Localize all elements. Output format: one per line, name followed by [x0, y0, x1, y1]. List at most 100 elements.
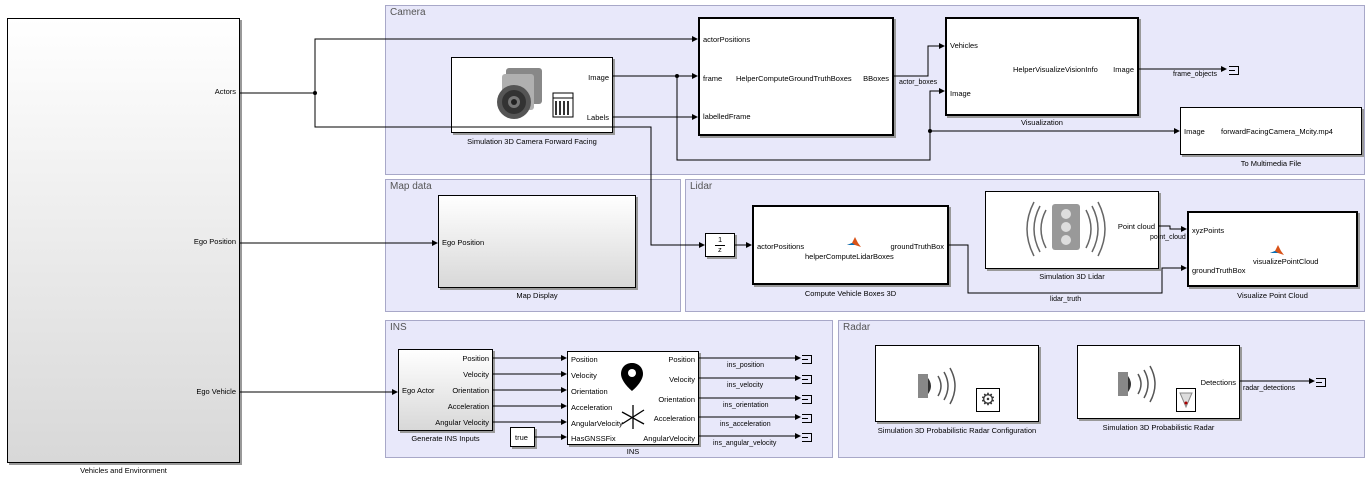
map-ego-position-port: Ego Position: [442, 238, 485, 247]
ins-in-has-gnss-port: HasGNSSFix: [571, 434, 616, 443]
ins-acceleration-signal-label: ins_acceleration: [720, 421, 771, 428]
radar-sensor-block[interactable]: Detections: [1077, 345, 1240, 419]
generate-ins-inputs-block[interactable]: Ego Actor Position Velocity Orientation …: [398, 349, 493, 431]
camera-sensor-block[interactable]: Image Labels: [451, 57, 613, 133]
junction-image: [675, 74, 679, 78]
ins-position-terminator[interactable]: [802, 355, 812, 364]
visualize-point-cloud-caption: Visualize Point Cloud: [1237, 291, 1308, 300]
wire-actors: [240, 36, 698, 94]
ins-in-velocity-port: Velocity: [571, 371, 597, 380]
radar-configuration-block[interactable]: ⚙: [875, 345, 1039, 422]
radar-icon: [1118, 365, 1156, 403]
frame-objects-signal-label: frame_objects: [1173, 71, 1217, 78]
compute-lidar-boxes-caption: Compute Vehicle Boxes 3D: [804, 289, 897, 298]
ins-caption: INS: [626, 447, 640, 456]
radar-cone-icon: [1176, 388, 1196, 412]
ins-acceleration-terminator[interactable]: [802, 414, 812, 423]
camera-labels-port: Labels: [586, 113, 609, 122]
gt-actor-positions-port: actorPositions: [703, 35, 751, 44]
vpc-ground-truth-port: groundTruthBox: [1192, 266, 1246, 275]
ins-in-acceleration-port: Acceleration: [571, 403, 613, 412]
ins-velocity-terminator[interactable]: [802, 375, 812, 384]
matlab-function-icon: [847, 237, 861, 247]
lidar-icon: [1026, 201, 1106, 257]
lidar-truth-signal-label: lidar_truth: [1050, 296, 1082, 303]
ego-position-port: Ego Position: [193, 237, 236, 246]
gt-frame-port: frame: [703, 74, 723, 83]
to-multimedia-file-block[interactable]: Image forwardFacingCamera_Mcity.mp4: [1180, 107, 1362, 155]
junction-image-mm: [928, 129, 932, 133]
ins-angular-velocity-terminator[interactable]: [802, 433, 812, 442]
viz-function-name: HelperVisualizeVisionInfo: [1013, 65, 1098, 74]
location-pin-icon: [621, 363, 643, 391]
vehicles-environment-caption: Vehicles and Environment: [80, 466, 167, 475]
compute-lidar-boxes-block[interactable]: actorPositions helperComputeLidarBoxes g…: [752, 205, 949, 285]
lidar-point-cloud-port: Point cloud: [1117, 222, 1155, 231]
map-display-caption: Map Display: [516, 291, 558, 300]
camera-icon: [497, 68, 542, 119]
clb-ground-truth-port: groundTruthBox: [890, 242, 944, 251]
map-display-block[interactable]: Ego Position: [438, 195, 636, 288]
constant-true-block[interactable]: true: [510, 427, 535, 447]
radar-detections-terminator[interactable]: [1316, 378, 1326, 387]
wire-bboxes: [894, 43, 945, 77]
ins-position-signal-label: ins_position: [727, 362, 764, 369]
matlab-function-icon: [1270, 245, 1284, 255]
visualization-caption: Visualization: [1021, 118, 1063, 127]
point-cloud-signal-label: point_cloud: [1150, 234, 1186, 241]
ins-angular-velocity-signal-label: ins_angular_velocity: [713, 440, 777, 447]
ins-out-acceleration-port: Acceleration: [653, 414, 695, 423]
mm-image-port: Image: [1184, 127, 1205, 136]
gt-labelled-frame-port: labelledFrame: [703, 112, 751, 121]
vehicles-environment-block[interactable]: Actors Ego Position Ego Vehicle: [7, 18, 240, 463]
ins-out-position-port: Position: [668, 355, 695, 364]
ins-orientation-terminator[interactable]: [802, 395, 812, 404]
ins-out-orientation-port: Orientation: [658, 395, 695, 404]
radar-area-title: Radar: [843, 322, 871, 333]
gen-acceleration-port: Acceleration: [447, 402, 489, 411]
visualization-block[interactable]: Vehicles HelperVisualizeVisionInfo Image…: [945, 17, 1139, 116]
viz-vehicles-port: Vehicles: [950, 41, 978, 50]
lidar-sensor-caption: Simulation 3D Lidar: [1039, 272, 1105, 281]
wire-image-to-viz: [676, 76, 945, 161]
lidar-sensor-block[interactable]: Point cloud: [985, 191, 1159, 269]
constant-true-value: true: [515, 433, 528, 442]
ins-orientation-signal-label: ins_orientation: [723, 402, 769, 409]
axes-icon: [621, 405, 645, 429]
lidar-area-title: Lidar: [690, 181, 713, 192]
unit-delay-numerator: 1: [718, 235, 723, 244]
vpc-function-name: visualizePointCloud: [1253, 257, 1319, 266]
junction-actors: [313, 91, 317, 95]
unit-delay-fraction-bar: [715, 245, 725, 246]
to-multimedia-file-caption: To Multimedia File: [1240, 159, 1302, 168]
gen-orientation-port: Orientation: [452, 386, 489, 395]
settings-gear-icon: ⚙: [976, 388, 1000, 412]
radar-sensor-caption: Simulation 3D Probabilistic Radar: [1102, 423, 1215, 432]
visualize-point-cloud-block[interactable]: xyzPoints visualizePointCloud groundTrut…: [1187, 211, 1358, 287]
ground-truth-boxes-block[interactable]: actorPositions frame labelledFrame Helpe…: [698, 17, 894, 136]
ins-block[interactable]: Position Velocity Orientation Accelerati…: [567, 351, 699, 445]
ins-out-velocity-port: Velocity: [669, 375, 695, 384]
camera-area-title: Camera: [390, 7, 426, 18]
radar-detections-port: Detections: [1200, 378, 1236, 387]
unit-delay-block[interactable]: 1 z: [705, 233, 735, 257]
clb-function-name: helperComputeLidarBoxes: [805, 252, 894, 261]
radar-configuration-caption: Simulation 3D Probabilistic Radar Config…: [877, 426, 1037, 435]
radar-icon: [918, 367, 956, 405]
clb-actor-positions-port: actorPositions: [757, 242, 805, 251]
gt-bboxes-port: BBoxes: [863, 74, 889, 83]
actors-port: Actors: [214, 87, 236, 96]
vpc-xyz-port: xyzPoints: [1192, 226, 1225, 235]
gen-position-port: Position: [462, 354, 489, 363]
ins-in-position-port: Position: [571, 355, 598, 364]
ins-velocity-signal-label: ins_velocity: [727, 382, 764, 389]
ego-vehicle-port: Ego Vehicle: [196, 387, 236, 396]
gen-angular-velocity-port: Angular Velocity: [435, 418, 489, 427]
viz-image-in-port: Image: [950, 89, 971, 98]
frame-objects-terminator[interactable]: [1229, 66, 1239, 75]
ins-area-title: INS: [390, 322, 407, 333]
gen-ego-actor-port: Ego Actor: [402, 386, 435, 395]
gt-function-name: HelperComputeGroundTruthBoxes: [736, 74, 852, 83]
wire-lidar-truth: [949, 244, 1187, 294]
